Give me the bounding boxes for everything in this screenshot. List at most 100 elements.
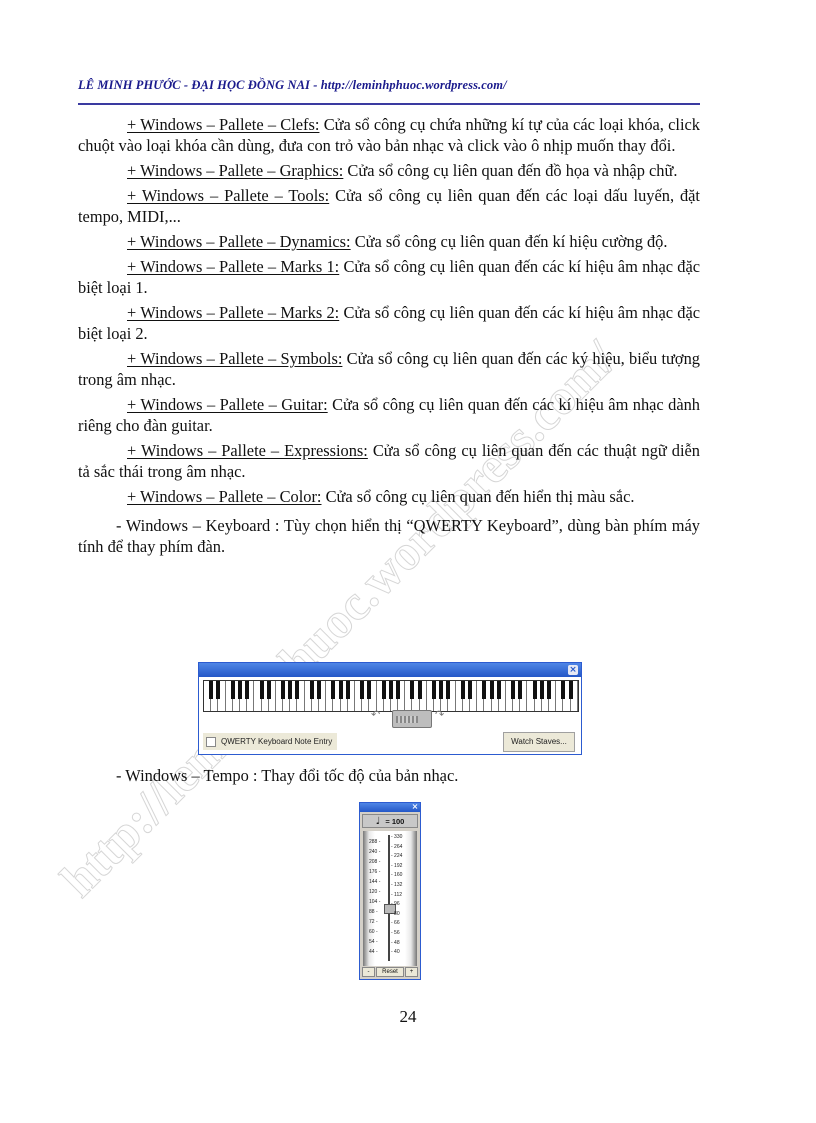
white-key[interactable] bbox=[456, 681, 465, 711]
black-key[interactable] bbox=[539, 681, 544, 699]
black-key[interactable] bbox=[288, 681, 293, 699]
white-key[interactable] bbox=[262, 681, 271, 711]
black-key[interactable] bbox=[561, 681, 566, 699]
white-key[interactable] bbox=[369, 681, 377, 711]
white-key[interactable] bbox=[384, 681, 393, 711]
white-key[interactable] bbox=[204, 681, 214, 711]
slider-track[interactable] bbox=[388, 835, 390, 961]
black-key[interactable] bbox=[360, 681, 365, 699]
black-key[interactable] bbox=[237, 681, 242, 699]
black-key[interactable] bbox=[467, 681, 472, 699]
white-key[interactable] bbox=[492, 681, 501, 711]
white-key[interactable] bbox=[506, 681, 516, 711]
black-key[interactable] bbox=[547, 681, 551, 699]
white-key[interactable] bbox=[484, 681, 494, 711]
black-key[interactable] bbox=[388, 681, 393, 699]
close-icon[interactable]: × bbox=[568, 665, 578, 675]
black-key[interactable] bbox=[281, 681, 286, 699]
white-key[interactable] bbox=[441, 681, 451, 711]
qwerty-note-entry-checkbox[interactable]: QWERTY Keyboard Note Entry bbox=[203, 733, 337, 750]
white-key[interactable] bbox=[290, 681, 300, 711]
white-key[interactable] bbox=[420, 681, 427, 711]
piano-keyboard[interactable] bbox=[203, 680, 579, 712]
white-key[interactable] bbox=[549, 681, 557, 711]
black-key[interactable] bbox=[338, 681, 343, 699]
white-key[interactable] bbox=[391, 681, 401, 711]
black-key[interactable] bbox=[331, 681, 336, 699]
black-key[interactable] bbox=[209, 681, 214, 699]
black-key[interactable] bbox=[367, 681, 372, 699]
black-key[interactable] bbox=[446, 681, 451, 699]
white-key[interactable] bbox=[542, 681, 551, 711]
white-key[interactable] bbox=[362, 681, 372, 711]
white-key[interactable] bbox=[571, 681, 578, 711]
black-key[interactable] bbox=[410, 681, 415, 699]
black-key[interactable] bbox=[489, 681, 494, 699]
black-key[interactable] bbox=[511, 681, 516, 699]
black-key[interactable] bbox=[266, 681, 271, 699]
tempo-slider[interactable]: 288 -240 -208 -176 -144 -120 -104 -88 -7… bbox=[363, 831, 417, 966]
black-key[interactable] bbox=[532, 681, 537, 699]
reset-button[interactable]: Reset bbox=[376, 967, 404, 977]
black-key[interactable] bbox=[381, 681, 386, 699]
white-key[interactable] bbox=[527, 681, 537, 711]
black-key[interactable] bbox=[396, 681, 401, 699]
white-key[interactable] bbox=[398, 681, 406, 711]
white-key[interactable] bbox=[319, 681, 327, 711]
close-icon[interactable]: × bbox=[411, 802, 419, 811]
decrease-button[interactable]: - bbox=[362, 967, 375, 977]
black-key[interactable] bbox=[482, 681, 487, 699]
white-key[interactable] bbox=[535, 681, 544, 711]
black-key[interactable] bbox=[245, 681, 250, 699]
checkbox-icon[interactable] bbox=[206, 736, 216, 747]
white-key[interactable] bbox=[240, 681, 250, 711]
white-key[interactable] bbox=[412, 681, 422, 711]
white-key[interactable] bbox=[477, 681, 487, 711]
white-key[interactable] bbox=[297, 681, 305, 711]
black-key[interactable] bbox=[317, 681, 321, 699]
white-key[interactable] bbox=[355, 681, 365, 711]
slider-thumb[interactable] bbox=[384, 904, 396, 914]
white-key[interactable] bbox=[377, 681, 386, 711]
white-key[interactable] bbox=[463, 681, 472, 711]
white-key[interactable] bbox=[312, 681, 321, 711]
white-key[interactable] bbox=[305, 681, 314, 711]
black-key[interactable] bbox=[230, 681, 235, 699]
black-key[interactable] bbox=[345, 681, 350, 699]
black-key[interactable] bbox=[417, 681, 422, 699]
white-key[interactable] bbox=[563, 681, 573, 711]
black-key[interactable] bbox=[432, 681, 436, 699]
white-key[interactable] bbox=[434, 681, 444, 711]
white-key[interactable] bbox=[326, 681, 336, 711]
white-key[interactable] bbox=[247, 681, 255, 711]
white-key[interactable] bbox=[405, 681, 415, 711]
black-key[interactable] bbox=[295, 681, 300, 699]
black-key[interactable] bbox=[496, 681, 501, 699]
black-key[interactable] bbox=[460, 681, 465, 699]
white-key[interactable] bbox=[254, 681, 264, 711]
white-key[interactable] bbox=[448, 681, 456, 711]
black-key[interactable] bbox=[568, 681, 573, 699]
black-key[interactable] bbox=[259, 681, 264, 699]
white-key[interactable] bbox=[513, 681, 523, 711]
white-key[interactable] bbox=[211, 681, 221, 711]
white-key[interactable] bbox=[470, 681, 478, 711]
black-key[interactable] bbox=[518, 681, 523, 699]
white-key[interactable] bbox=[218, 681, 226, 711]
white-key[interactable] bbox=[341, 681, 350, 711]
white-key[interactable] bbox=[226, 681, 235, 711]
increase-button[interactable]: + bbox=[405, 967, 418, 977]
white-key[interactable] bbox=[269, 681, 276, 711]
white-key[interactable] bbox=[427, 681, 436, 711]
white-key[interactable] bbox=[233, 681, 242, 711]
white-key[interactable] bbox=[276, 681, 286, 711]
black-key[interactable] bbox=[309, 681, 314, 699]
watch-staves-button[interactable]: Watch Staves... bbox=[503, 732, 575, 752]
white-key[interactable] bbox=[556, 681, 566, 711]
white-key[interactable] bbox=[283, 681, 293, 711]
white-key[interactable] bbox=[348, 681, 355, 711]
white-key[interactable] bbox=[520, 681, 528, 711]
white-key[interactable] bbox=[333, 681, 343, 711]
black-key[interactable] bbox=[216, 681, 221, 699]
black-key[interactable] bbox=[439, 681, 444, 699]
